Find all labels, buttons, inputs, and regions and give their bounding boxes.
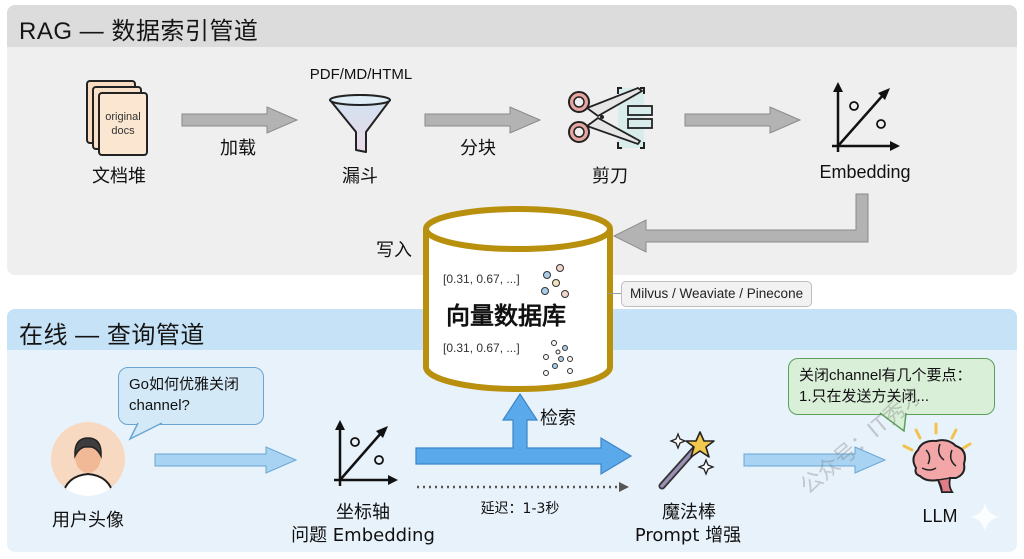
llm-answer-text: 关闭channel有几个要点：1.只在发送方关闭... — [799, 367, 972, 405]
user-bubble-tail — [128, 422, 164, 441]
prompt-label-2: Prompt 增强 — [634, 525, 742, 546]
arrow-chunk — [424, 106, 542, 134]
node-label-scissors: 剪刀 — [592, 166, 628, 187]
node-label-embedding: Embedding — [819, 162, 911, 182]
arrow-user-to-embedding — [154, 446, 298, 474]
vector-database-icon — [423, 206, 613, 392]
vector-axis-icon — [832, 82, 900, 152]
node-label-funnel: 漏斗 — [342, 166, 378, 187]
arrow-retrieve — [415, 392, 633, 476]
llm-bubble-tail — [879, 412, 907, 433]
query-pipeline-title: 在线 — 查询管道 — [19, 322, 205, 349]
document-stack-text: original docs — [105, 111, 141, 137]
llm-answer-bubble: 关闭channel有几个要点：1.只在发送方关闭... — [788, 358, 995, 415]
provider-connector-line — [608, 293, 622, 294]
node-label-docs: 文档堆 — [92, 166, 146, 187]
indexing-pipeline-header: RAG — 数据索引管道 — [7, 5, 1017, 47]
edge-label-chunk: 分块 — [460, 138, 496, 159]
latency-dotted-arrow — [417, 482, 629, 492]
prompt-label-1: 魔法棒 — [662, 502, 716, 523]
user-question-text: Go如何优雅关闭channel? — [129, 376, 240, 414]
edge-label-load: 加载 — [220, 138, 256, 159]
arrow-prompt-to-llm — [743, 446, 887, 474]
llm-label: LLM — [922, 506, 958, 526]
sparkle-watermark-icon — [970, 502, 1000, 532]
arrow-embed — [684, 106, 802, 134]
retrieve-label: 检索 — [540, 408, 576, 429]
arrow-load — [181, 106, 299, 134]
user-question-bubble: Go如何优雅关闭channel? — [118, 367, 264, 425]
funnel-caption: PDF/MD/HTML — [309, 66, 413, 83]
scissors-icon — [568, 87, 653, 149]
latency-label: 延迟：1-3秒 — [480, 501, 560, 517]
document-stack-icon: original docs — [86, 80, 150, 156]
indexing-pipeline-title: RAG — 数据索引管道 — [19, 18, 259, 45]
user-avatar-icon — [51, 422, 125, 496]
provider-tag: Milvus / Weaviate / Pinecone — [621, 281, 813, 307]
vector-sample-top: [0.31, 0.67, ...] — [443, 272, 520, 286]
brain-icon — [902, 422, 972, 493]
query-embedding-label-1: 坐标轴 — [336, 502, 390, 523]
vector-sample-bottom: [0.31, 0.67, ...] — [443, 341, 520, 355]
user-avatar-label: 用户头像 — [52, 510, 124, 531]
query-vector-axis-icon — [334, 420, 398, 486]
vector-database-title: 向量数据库 — [446, 302, 566, 330]
magic-wand-icon — [658, 431, 715, 490]
query-embedding-label-2: 问题 Embedding — [291, 525, 435, 546]
funnel-icon — [329, 94, 391, 153]
edge-label-write: 写入 — [376, 240, 412, 261]
arrow-write — [612, 193, 869, 253]
